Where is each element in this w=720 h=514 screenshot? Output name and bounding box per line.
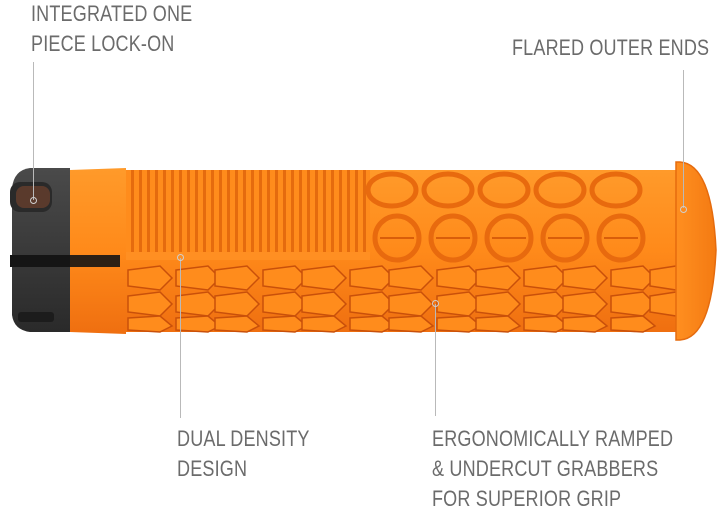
leader-line-dual-density bbox=[180, 258, 181, 418]
leader-line-grabbers bbox=[435, 304, 436, 416]
leader-line-lock-on bbox=[33, 62, 34, 200]
anchor-dot-lock-on bbox=[30, 197, 37, 204]
anchor-dot-dual-density bbox=[177, 254, 184, 261]
anchor-dot-grabbers bbox=[432, 300, 439, 307]
callout-dual-density: DUAL DENSITY DESIGN bbox=[177, 426, 310, 481]
callout-ramped-grabbers: ERGONOMICALLY RAMPED & UNDERCUT GRABBERS… bbox=[432, 426, 674, 511]
leader-line-flared-ends bbox=[683, 70, 684, 208]
lock-on-clamp bbox=[10, 168, 70, 332]
anchor-dot-flared-ends bbox=[680, 206, 687, 213]
callout-integrated-lock-on: INTEGRATED ONE PIECE LOCK-ON bbox=[31, 1, 193, 56]
callout-flared-outer-ends: FLARED OUTER ENDS bbox=[512, 35, 710, 60]
